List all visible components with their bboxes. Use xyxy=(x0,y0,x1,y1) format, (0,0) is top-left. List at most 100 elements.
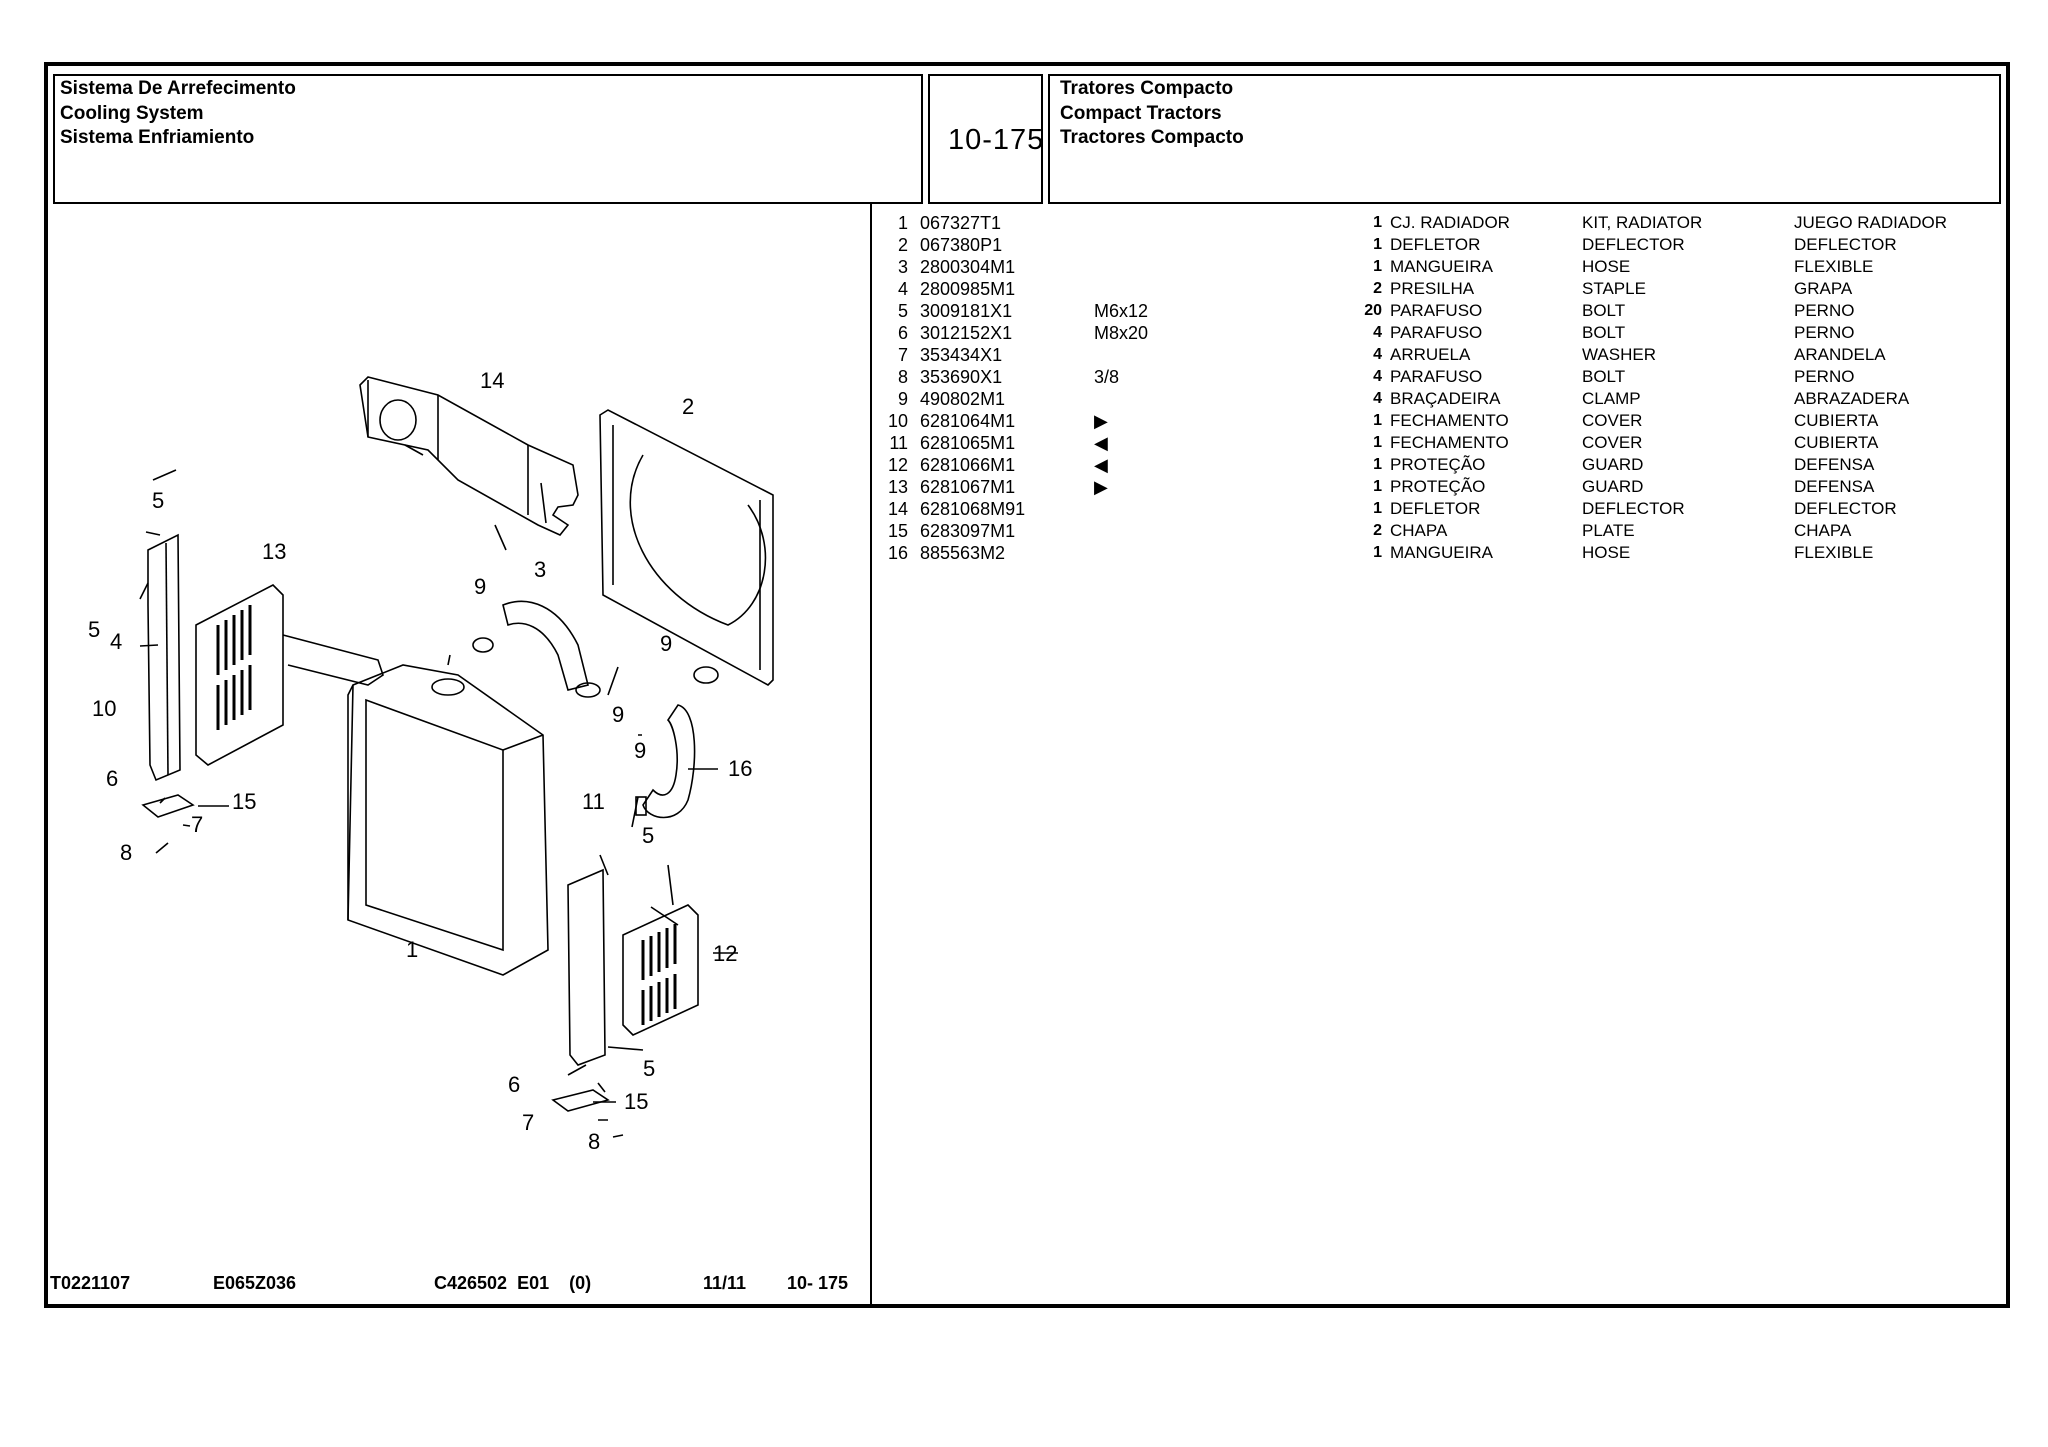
callout-2: 2 xyxy=(682,394,694,419)
callout-6a: 6 xyxy=(106,766,118,791)
part-quantity: 1 xyxy=(1373,478,1382,495)
guard-12-drawing xyxy=(622,904,699,1036)
part-number: 490802M1 xyxy=(920,389,1006,409)
callout-9b: 9 xyxy=(660,631,672,656)
title-pt: Sistema De Arrefecimento xyxy=(60,78,296,99)
footer-page: 10- 175 xyxy=(787,1273,849,1293)
description-pt: BRAÇADEIRA xyxy=(1390,389,1501,408)
part-quantity: 4 xyxy=(1373,324,1382,341)
callout-1: 1 xyxy=(406,937,418,962)
callout-16: 16 xyxy=(728,756,752,781)
callout-5c: 5 xyxy=(642,823,654,848)
part-note: ▶ xyxy=(1094,477,1108,497)
footer-date: 11/11 xyxy=(703,1273,747,1293)
description-es: FLEXIBLE xyxy=(1794,543,1874,562)
part-number: 6281068M91 xyxy=(920,499,1026,519)
deflector-14-drawing xyxy=(359,376,579,536)
part-number: 3009181X1 xyxy=(920,301,1013,321)
item-number: 6 xyxy=(897,323,908,343)
part-quantity: 4 xyxy=(1373,346,1382,363)
description-es: CHAPA xyxy=(1794,521,1852,540)
product-en: Compact Tractors xyxy=(1060,102,1222,124)
item-number: 12 xyxy=(887,455,908,475)
description-en: KIT, RADIATOR xyxy=(1582,213,1703,232)
item-number: 9 xyxy=(897,389,908,409)
part-number: 2800985M1 xyxy=(920,279,1016,299)
footer-code-3: C426502 E01 (0) xyxy=(434,1273,592,1293)
part-quantity: 2 xyxy=(1373,280,1382,297)
description-es: CUBIERTA xyxy=(1794,433,1879,452)
deflector-2-drawing xyxy=(599,409,774,686)
callout-3: 3 xyxy=(534,557,546,582)
description-pt: CHAPA xyxy=(1390,521,1448,540)
plate-15b-drawing xyxy=(551,1089,610,1112)
item-number: 1 xyxy=(897,213,908,233)
item-number: 11 xyxy=(889,433,908,453)
description-en: CLAMP xyxy=(1582,389,1641,408)
description-pt: CJ. RADIADOR xyxy=(1390,213,1510,232)
item-number: 16 xyxy=(887,543,908,563)
title-es: Sistema Enfriamiento xyxy=(60,127,255,148)
item-number: 10 xyxy=(887,411,908,431)
section-titles: Sistema De Arrefecimento Cooling System … xyxy=(60,77,296,151)
callout-8b: 8 xyxy=(588,1129,600,1154)
part-quantity: 4 xyxy=(1373,368,1382,385)
title-box-right xyxy=(1048,74,2001,204)
description-es: ARANDELA xyxy=(1794,345,1886,364)
callout-8a: 8 xyxy=(120,840,132,865)
description-pt: PRESILHA xyxy=(1390,279,1475,298)
plate-15a-drawing xyxy=(141,794,195,818)
item-number: 8 xyxy=(897,367,908,387)
callout-9d: 9 xyxy=(634,738,646,763)
description-es: ABRAZADERA xyxy=(1794,389,1910,408)
panel-divider xyxy=(870,204,872,1306)
description-pt: ARRUELA xyxy=(1390,345,1471,364)
description-pt: PROTEÇÃO xyxy=(1390,477,1486,496)
description-pt: MANGUEIRA xyxy=(1390,543,1493,562)
page-number-box xyxy=(928,74,1043,204)
description-pt: PROTEÇÃO xyxy=(1390,455,1486,474)
description-en: STAPLE xyxy=(1582,279,1646,298)
description-en: DEFLECTOR xyxy=(1582,235,1685,254)
description-es: JUEGO RADIADOR xyxy=(1794,213,1948,232)
part-quantity: 20 xyxy=(1364,302,1382,319)
description-pt: MANGUEIRA xyxy=(1390,257,1493,276)
description-pt: DEFLETOR xyxy=(1390,499,1481,518)
description-pt: PARAFUSO xyxy=(1390,367,1483,386)
description-es: DEFLECTOR xyxy=(1794,499,1897,518)
description-es: DEFENSA xyxy=(1794,455,1875,474)
item-number: 3 xyxy=(897,257,908,277)
callout-7a: 7 xyxy=(191,812,203,837)
part-quantity: 1 xyxy=(1373,258,1382,275)
cover-10-drawing xyxy=(147,533,181,782)
description-en: HOSE xyxy=(1582,543,1631,562)
hose-3-drawing xyxy=(502,600,589,691)
page-number: 10-175 xyxy=(948,124,1045,156)
callout-12: 12 xyxy=(713,941,737,966)
description-en: PLATE xyxy=(1582,521,1635,540)
description-en: COVER xyxy=(1582,411,1643,430)
callout-10: 10 xyxy=(92,696,116,721)
item-number: 4 xyxy=(897,279,908,299)
item-number: 5 xyxy=(897,301,908,321)
part-number: 3012152X1 xyxy=(920,323,1013,343)
product-pt: Tratores Compacto xyxy=(1060,78,1234,99)
description-es: GRAPA xyxy=(1794,279,1853,298)
callout-9c: 9 xyxy=(612,702,624,727)
product-titles: Tratores Compacto Compact Tractors Tract… xyxy=(1060,77,1244,151)
part-note: ▶ xyxy=(1094,411,1108,431)
part-quantity: 1 xyxy=(1373,434,1382,451)
part-number: 353434X1 xyxy=(920,345,1003,365)
part-note: ◀ xyxy=(1094,455,1108,475)
description-en: DEFLECTOR xyxy=(1582,499,1685,518)
callout-5b: 5 xyxy=(88,617,100,642)
description-en: COVER xyxy=(1582,433,1643,452)
description-pt: PARAFUSO xyxy=(1390,301,1483,320)
title-box-left xyxy=(53,74,923,204)
product-es: Tractores Compacto xyxy=(1060,127,1244,148)
page-frame xyxy=(44,62,2010,1308)
part-quantity: 4 xyxy=(1373,390,1382,407)
description-es: DEFENSA xyxy=(1794,477,1875,496)
part-quantity: 1 xyxy=(1373,544,1382,561)
part-quantity: 2 xyxy=(1373,522,1382,539)
